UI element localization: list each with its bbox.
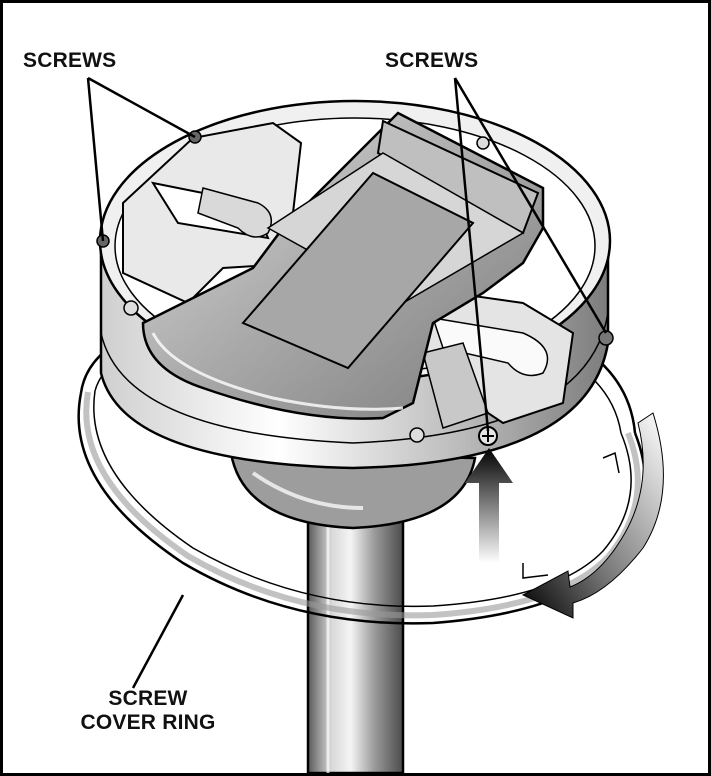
leader-lines [86,76,608,689]
leader-cover-ring [131,594,185,689]
label-screws-left: SCREWS [23,49,117,72]
right-terminal-block [401,291,575,429]
leader-screw-left-a [87,76,196,139]
assembly-illustration [77,76,664,773]
upward-arrow [465,448,513,563]
label-cover-ring-line1: SCREW [108,687,188,710]
label-screw-cover-ring: SCREW COVER RING [73,687,223,735]
rotation-arrow [521,412,664,619]
electronics-module [141,111,545,420]
label-screws-right: SCREWS [385,49,479,72]
leader-screw-right-a [453,77,490,432]
housing-base [229,451,477,530]
leader-screw-right-b [453,77,608,334]
left-terminal-block [122,121,305,305]
leader-screw-left-b [86,77,105,242]
mounting-screws [123,136,490,443]
label-cover-ring-line2: COVER RING [80,711,216,734]
